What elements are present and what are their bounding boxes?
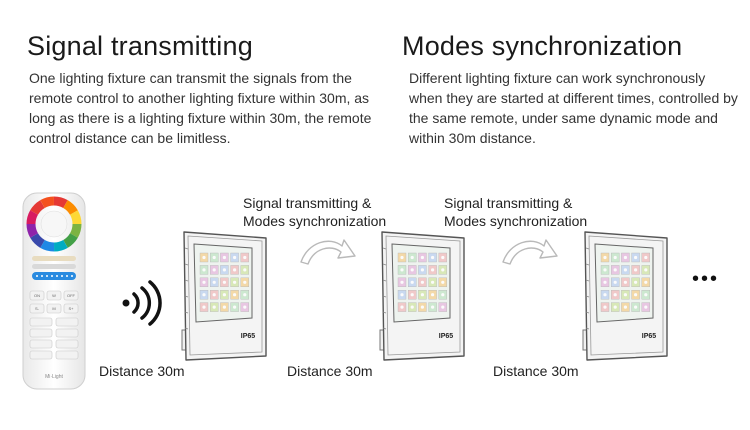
ip-rating-label: IP65 [241, 333, 256, 340]
arrow-caption-1-line1: Signal transmitting & [243, 195, 372, 211]
remote-w-label: W [52, 293, 56, 298]
remote-speed-up-label: S+ [68, 306, 74, 311]
signal-wave-icon [122, 280, 162, 326]
continuation-dots: ••• [692, 268, 720, 290]
floodlight-fixture: IP65 [379, 231, 465, 361]
remote-brand-label: Mi·Light [45, 374, 63, 380]
modes-synchronization-title: Modes synchronization [402, 31, 683, 61]
distance-label-1: Distance 30m [99, 363, 185, 379]
ip-rating-label: IP65 [439, 333, 454, 340]
signal-transmitting-description: One lighting fixture can transmit the si… [29, 70, 372, 146]
remote-off-label: OFF [67, 293, 76, 298]
remote-control-illustration: ON W OFF S- M S+ Mi·Light [22, 192, 86, 390]
distance-label-2: Distance 30m [287, 363, 373, 379]
floodlight-fixture: IP65 [181, 231, 267, 361]
floodlight-fixture: IP65 [582, 231, 668, 361]
arrow-caption-2-line1: Signal transmitting & [444, 195, 573, 211]
distance-label-3: Distance 30m [493, 363, 579, 379]
signal-transmitting-title: Signal transmitting [27, 31, 253, 61]
arrow-caption-2-line2: Modes synchronization [444, 213, 588, 229]
arrow-caption-1-line2: Modes synchronization [243, 213, 387, 229]
curved-arrow-icon [502, 239, 558, 265]
remote-on-label: ON [34, 293, 40, 298]
ip-rating-label: IP65 [642, 333, 657, 340]
remote-mode-label: M [52, 306, 55, 311]
modes-synchronization-description: Different lighting fixture can work sync… [409, 70, 738, 146]
curved-arrow-icon [300, 239, 356, 265]
remote-speed-down-label: S- [35, 306, 40, 311]
arrow-caption-1: Signal transmitting & Modes synchronizat… [243, 194, 386, 230]
arrow-caption-2: Signal transmitting & Modes synchronizat… [444, 194, 587, 230]
